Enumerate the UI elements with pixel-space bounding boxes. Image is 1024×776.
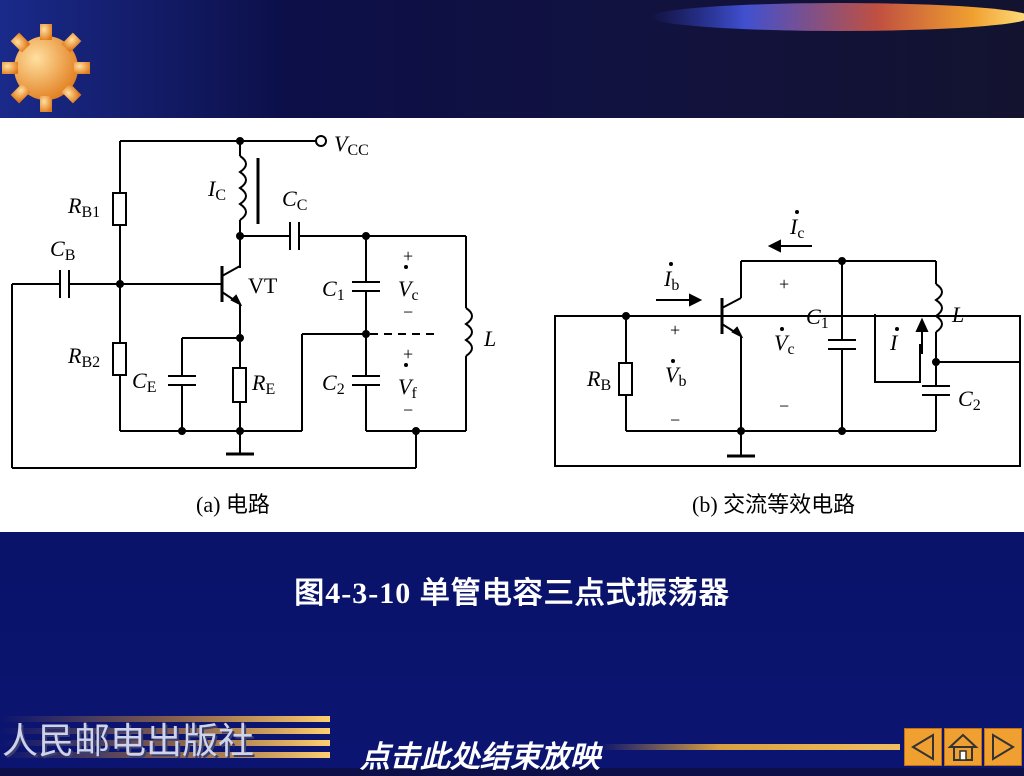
- circuit-b: [554, 239, 1021, 467]
- publisher-stripes: [0, 716, 330, 758]
- minus-sign: −: [403, 400, 413, 420]
- rb2-label: RB2: [67, 343, 100, 371]
- vcc-label: VCC: [334, 131, 369, 159]
- caption-b: (b) 交流等效电路: [692, 492, 855, 517]
- next-button[interactable]: [984, 728, 1022, 766]
- c2-label-b: C2: [958, 386, 981, 414]
- end-show-link[interactable]: 点击此处结束放映: [360, 740, 600, 775]
- prev-button[interactable]: [904, 728, 942, 766]
- publisher-name: 人民邮电出版社: [2, 721, 255, 762]
- plus-sign: +: [403, 344, 413, 364]
- triangle-right-icon: [992, 733, 1015, 761]
- figure-caption: 图4-3-10 单管电容三点式振荡器: [294, 577, 730, 610]
- rb-label: RB: [586, 366, 611, 394]
- l-label-b: L: [951, 302, 964, 327]
- c1-label-b: C1: [806, 304, 829, 332]
- minus-sign: −: [670, 410, 680, 430]
- caption-a: (a) 电路: [196, 492, 270, 517]
- footer-streak: [600, 744, 900, 750]
- rb1-label: RB1: [67, 193, 100, 221]
- cb-label: CB: [50, 236, 75, 264]
- c1-label-a: C1: [322, 276, 345, 304]
- c2-label-a: C2: [322, 370, 345, 398]
- home-button[interactable]: [944, 728, 982, 766]
- plus-sign: +: [670, 320, 680, 340]
- triangle-left-icon: [911, 733, 934, 761]
- vf-label: Vf: [398, 374, 417, 402]
- plus-sign: +: [403, 246, 413, 266]
- re-label: RE: [251, 370, 275, 398]
- vc-label-b: Vc: [774, 330, 795, 358]
- circuit-a: [11, 135, 473, 469]
- ib-label: Ib: [663, 266, 679, 294]
- i-label: I: [889, 330, 899, 355]
- ic-label-b: Ic: [789, 214, 804, 242]
- vc-label-a: Vc: [398, 276, 419, 304]
- home-icon: [947, 733, 979, 761]
- cc-label: CC: [282, 186, 307, 214]
- ce-label: CE: [132, 368, 156, 396]
- plus-sign: +: [779, 274, 789, 294]
- vb-label: Vb: [665, 362, 686, 390]
- vt-label: VT: [248, 273, 278, 298]
- minus-sign: −: [779, 396, 789, 416]
- ic-label: IC: [207, 176, 226, 204]
- minus-sign: −: [403, 302, 413, 322]
- comet-streak: [650, 3, 1024, 31]
- circuit-figure: VCC RB1 RB2 CB IC CC VT CE RE C1 C2 L + …: [0, 118, 1024, 532]
- nav-bar: [902, 728, 1024, 768]
- gear-icon: [2, 24, 90, 112]
- l-label-a: L: [483, 326, 496, 351]
